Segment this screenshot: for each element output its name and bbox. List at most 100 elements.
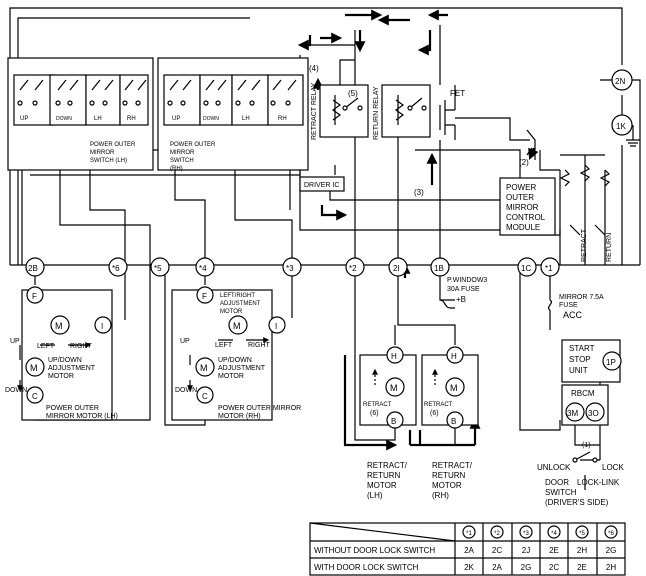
table-cell: 2G	[606, 546, 617, 555]
table-row-label: WITHOUT DOOR LOCK SWITCH	[314, 546, 435, 555]
connector-I-rh: I	[268, 316, 286, 334]
switch-rh-caption-1: POWER OUTER	[170, 142, 216, 148]
step-5-label: (5)	[348, 89, 358, 98]
svg-text:M: M	[233, 321, 241, 331]
svg-text:3O: 3O	[588, 409, 599, 418]
table-header: *1	[466, 531, 472, 537]
svg-text:STOP: STOP	[569, 355, 591, 364]
motor-ud-rh: M	[195, 357, 215, 377]
svg-text:UNLOCK: UNLOCK	[537, 463, 571, 472]
table-cell: 2C	[549, 563, 559, 572]
switch-lh-rh-label: RH	[127, 116, 136, 122]
door-switch-drivers-side: (1) UNLOCK LOCK DOOR SWITCH (DRIVER'S SI…	[537, 442, 624, 507]
svg-text:LOCK-LINK: LOCK-LINK	[577, 478, 620, 487]
connector-star4: *4	[195, 257, 215, 277]
svg-text:FUSE: FUSE	[559, 302, 578, 309]
table-cell: 2C	[492, 546, 502, 555]
table-header-circle	[604, 525, 618, 539]
svg-text:MOTOR: MOTOR	[48, 373, 74, 380]
svg-text:+B: +B	[456, 295, 466, 304]
module-retract-label: RETRACT	[581, 228, 588, 262]
svg-text:M: M	[200, 363, 208, 373]
svg-text:H: H	[451, 352, 457, 361]
svg-text:RIGHT: RIGHT	[248, 342, 271, 349]
retract-relay-label: RETRACT RELAY	[311, 82, 318, 140]
svg-text:*4: *4	[199, 264, 207, 273]
connector-star2: *2	[345, 257, 365, 277]
step-4-label: (4)	[309, 64, 319, 73]
connector-1K: 1K	[611, 114, 633, 136]
svg-text:(LH): (LH)	[367, 491, 383, 500]
table-header-circle	[490, 525, 504, 539]
module-line-4: CONTROL	[506, 213, 546, 222]
switch-lh-down-label: DOWN	[56, 116, 72, 122]
svg-text:LOCK: LOCK	[602, 463, 624, 472]
table-header: *2	[494, 531, 500, 537]
return-relay-label: RETURN RELAY	[373, 86, 380, 140]
svg-text:SWITCH: SWITCH	[545, 488, 577, 497]
table-cell: 2E	[549, 546, 559, 555]
switch-rh-rh-label: RH	[278, 116, 287, 122]
connector-star5: *5	[150, 257, 170, 277]
svg-text:(6): (6)	[430, 410, 439, 417]
retract-return-motor-lh: H B M RETRACT (6) RETRACT/ RETURN MOTOR …	[359, 346, 417, 500]
switch-lh-caption-1: POWER OUTER	[90, 142, 136, 148]
switch-rh-lh-label: LH	[242, 116, 250, 122]
table-header-circle	[547, 525, 561, 539]
svg-text:MOTOR: MOTOR	[432, 481, 462, 490]
svg-text:M: M	[30, 363, 38, 373]
connector-2I: 2I	[388, 257, 408, 277]
svg-text:DOWN: DOWN	[5, 387, 27, 394]
svg-text:P.WINDOW3: P.WINDOW3	[447, 277, 487, 284]
svg-text:RETRACT: RETRACT	[363, 402, 392, 408]
module-line-1: POWER	[506, 183, 536, 192]
svg-text:POWER OUTER: POWER OUTER	[46, 405, 99, 412]
switch-lh-lh-label: LH	[94, 116, 102, 122]
svg-text:M: M	[55, 321, 63, 331]
step-2-label: (2)	[519, 158, 529, 167]
svg-text:RETURN: RETURN	[367, 471, 401, 480]
svg-text:C: C	[32, 392, 38, 401]
connector-star1: *1	[540, 257, 560, 277]
svg-text:3M: 3M	[567, 409, 578, 418]
svg-text:RIGHT: RIGHT	[70, 343, 93, 350]
svg-text:2N: 2N	[615, 77, 625, 86]
svg-text:30A FUSE: 30A FUSE	[447, 286, 480, 293]
switch-rh-caption-3: SWITCH	[170, 158, 194, 164]
svg-text:*6: *6	[112, 264, 120, 273]
svg-text:START: START	[569, 344, 595, 353]
svg-text:(DRIVER'S SIDE): (DRIVER'S SIDE)	[545, 498, 609, 507]
svg-text:UP: UP	[180, 338, 190, 345]
svg-text:1K: 1K	[616, 122, 626, 131]
motor-lr-lh: M	[50, 315, 70, 335]
connector-1B: 1B	[430, 257, 450, 277]
step-3-label: (3)	[414, 188, 424, 197]
svg-text:C: C	[202, 392, 208, 401]
table-cell: 2A	[492, 563, 502, 572]
power-outer-mirror-control-module: POWER OUTER MIRROR CONTROL MODULE RETRAC…	[499, 129, 613, 262]
table-cell: 2E	[577, 563, 587, 572]
table-cell: 2J	[522, 546, 530, 555]
svg-text:1P: 1P	[606, 358, 616, 367]
svg-text:*5: *5	[154, 264, 162, 273]
svg-text:MOTOR: MOTOR	[367, 481, 397, 490]
connector-star3: *3	[282, 257, 302, 277]
svg-text:UNIT: UNIT	[569, 366, 588, 375]
svg-text:LEFT: LEFT	[215, 342, 233, 349]
motor-ud-lh: M	[25, 357, 45, 377]
power-outer-mirror-switch-rh: UP DOWN LH RH POWER OUTER MIRROR SWITCH …	[157, 57, 309, 172]
svg-text:M: M	[450, 383, 458, 393]
retract-relay: RETRACT RELAY	[311, 82, 369, 140]
svg-text:I: I	[275, 322, 277, 331]
svg-text:H: H	[391, 352, 397, 361]
connectors: 2N 1K 2B *6 *5 *4 *3 *2 2I 1B 1C *1	[25, 69, 633, 277]
table-cell: 2K	[464, 563, 474, 572]
svg-text:F: F	[202, 292, 207, 301]
svg-text:RETRACT/: RETRACT/	[432, 461, 473, 470]
power-outer-mirror-switch-lh: UP DOWN LH RH POWER OUTER MIRROR SWITCH …	[7, 57, 154, 171]
svg-text:2B: 2B	[28, 264, 38, 273]
table-cell: 2H	[577, 546, 587, 555]
svg-text:MOTOR (RH): MOTOR (RH)	[218, 413, 261, 420]
connector-I-lh: I	[94, 316, 112, 334]
